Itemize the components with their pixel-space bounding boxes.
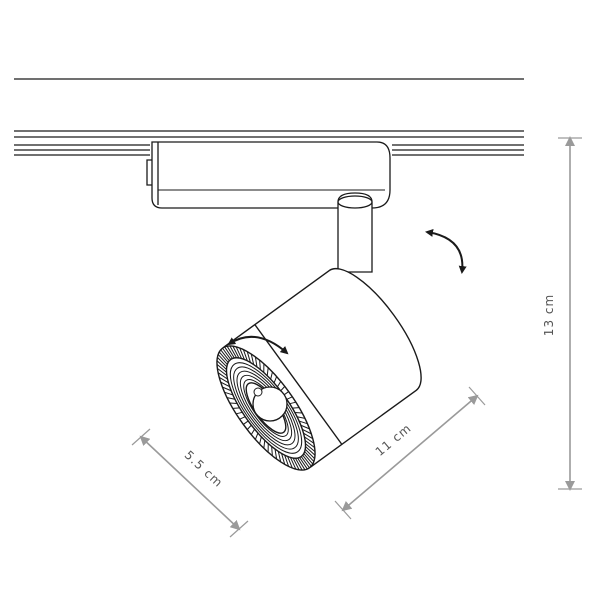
- knurl-tooth: [274, 449, 278, 460]
- knurl-tooth: [305, 446, 316, 456]
- knurl-tooth: [284, 455, 290, 467]
- diameter-dimension-tick-start: [131, 428, 151, 446]
- height-dimension-label: 13 cm: [542, 294, 556, 336]
- lens-highlight: [253, 387, 263, 397]
- knurl-tooth: [220, 349, 230, 362]
- diameter-dimension-tick-end: [229, 520, 249, 538]
- knurl-tooth: [217, 372, 228, 380]
- track-rail: [14, 130, 524, 156]
- knurl-tooth: [271, 446, 273, 456]
- knurl-tooth: [295, 457, 303, 471]
- track-adapter: [146, 141, 391, 209]
- bezel-knurl: [216, 345, 316, 471]
- knurl-tooth: [259, 436, 262, 445]
- knurl-tooth: [302, 454, 312, 467]
- knurl-tooth: [222, 386, 232, 392]
- knurl-tooth: [239, 416, 246, 420]
- knurl-tooth: [217, 368, 228, 377]
- knurl-tooth: [229, 402, 238, 405]
- knurl-tooth: [217, 357, 228, 368]
- knurl-tooth: [276, 381, 282, 388]
- spin-rotation-arrow: [227, 335, 289, 355]
- length-dimension-arrow: [341, 394, 479, 512]
- knurl-tooth: [266, 367, 269, 376]
- length-dimension-label: 11 cm: [373, 421, 414, 459]
- stem: [337, 192, 373, 273]
- knurl-tooth: [246, 424, 252, 430]
- knurl-tooth: [216, 360, 227, 370]
- diameter-dimension-arrow: [139, 435, 241, 531]
- knurl-tooth: [300, 456, 310, 469]
- knurl-tooth: [259, 360, 261, 370]
- diameter-dimension-label: 5.5 cm: [182, 448, 226, 490]
- knurl-tooth: [289, 401, 296, 405]
- knurl-tooth: [299, 457, 308, 470]
- knurl-tooth: [254, 432, 259, 440]
- knurl-tooth: [277, 451, 282, 463]
- knurl-tooth: [303, 432, 314, 440]
- knurl-tooth: [236, 411, 243, 415]
- knurl-tooth: [304, 439, 315, 448]
- knurl-tooth: [286, 396, 293, 400]
- knurl-tooth: [304, 448, 315, 459]
- knurl-tooth: [298, 420, 308, 425]
- knurl-tooth: [296, 416, 306, 419]
- knurl-tooth: [250, 428, 256, 435]
- knurl-tooth: [303, 453, 314, 465]
- knurl-tooth: [304, 436, 315, 444]
- knurl-tooth: [224, 391, 234, 396]
- knurl-tooth: [263, 440, 266, 449]
- knurl-tooth: [270, 371, 273, 380]
- knurl-tooth: [222, 347, 232, 360]
- knurl-tooth: [300, 424, 310, 430]
- knurl-tooth: [216, 363, 227, 373]
- tilt-rotation-arrow: [425, 228, 467, 274]
- knurl-tooth: [289, 457, 297, 470]
- knurl-tooth: [287, 456, 293, 469]
- knurl-tooth: [297, 457, 306, 471]
- knurl-tooth: [302, 428, 312, 435]
- knurl-tooth: [292, 457, 300, 471]
- knurl-tooth: [294, 411, 303, 414]
- spotlight-body: [216, 267, 422, 471]
- knurl-tooth: [273, 376, 278, 384]
- knurl-tooth: [226, 397, 236, 400]
- knurl-tooth: [305, 443, 316, 453]
- knurl-tooth: [280, 386, 286, 392]
- knurl-tooth: [304, 451, 315, 462]
- length-dimension-tick-end: [468, 386, 486, 406]
- length-dimension-tick-start: [334, 500, 352, 520]
- knurl-tooth: [254, 356, 258, 367]
- knurl-tooth: [250, 353, 255, 365]
- knurl-tooth: [281, 453, 286, 465]
- knurl-tooth: [217, 354, 228, 365]
- knurl-tooth: [218, 351, 229, 363]
- lens: [252, 386, 288, 422]
- knurl-tooth: [243, 420, 249, 425]
- knurl-tooth: [218, 376, 229, 384]
- knurl-tooth: [220, 381, 230, 388]
